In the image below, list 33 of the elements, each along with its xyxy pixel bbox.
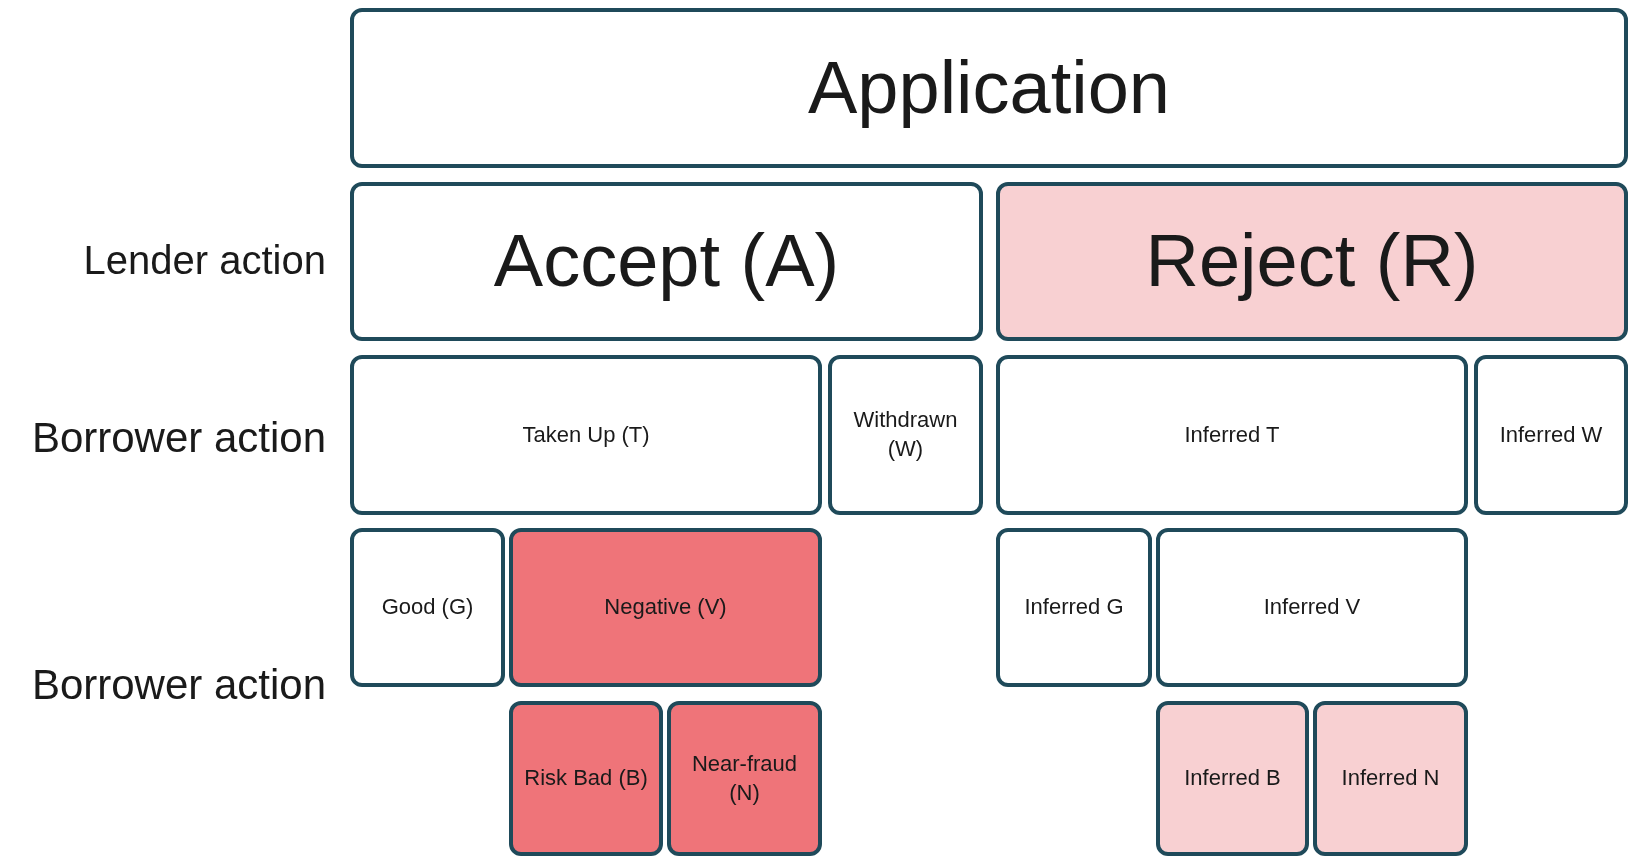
category-box <box>1474 355 1628 515</box>
category-box <box>509 701 663 856</box>
category-label: Near-fraud (N) <box>690 749 799 807</box>
category-label: Inferred B <box>1184 764 1281 793</box>
category-label: Taken Up (T) <box>522 420 650 449</box>
category-label: Inferred W <box>1499 420 1603 449</box>
category-box <box>996 182 1628 341</box>
category-label: Risk Bad (B) <box>524 764 648 793</box>
category-box <box>350 355 822 515</box>
category-label: Inferred V <box>1263 593 1361 622</box>
category-box <box>350 528 505 687</box>
category-label: Reject (R) <box>1145 218 1479 305</box>
category-label: Negative (V) <box>604 593 727 622</box>
category-label: Inferred G <box>1024 593 1124 622</box>
category-box <box>996 528 1152 687</box>
category-box <box>828 355 983 515</box>
row-label: Borrower action <box>31 413 326 462</box>
category-label: Application <box>808 44 1170 131</box>
category-label: Good (G) <box>381 593 474 622</box>
category-box <box>1156 701 1309 856</box>
category-box <box>350 182 983 341</box>
category-box <box>350 8 1628 168</box>
row-label: Lender action <box>83 238 326 283</box>
category-box <box>1156 528 1468 687</box>
category-label: Inferred T <box>1184 420 1280 449</box>
category-box <box>996 355 1468 515</box>
category-label: Accept (A) <box>493 218 840 305</box>
row-label: Borrower action <box>31 660 326 709</box>
category-box <box>509 528 822 687</box>
category-label: Withdrawn (W) <box>852 406 959 463</box>
category-label: Inferred N <box>1341 764 1440 793</box>
category-box <box>667 701 822 856</box>
category-box <box>1313 701 1468 856</box>
